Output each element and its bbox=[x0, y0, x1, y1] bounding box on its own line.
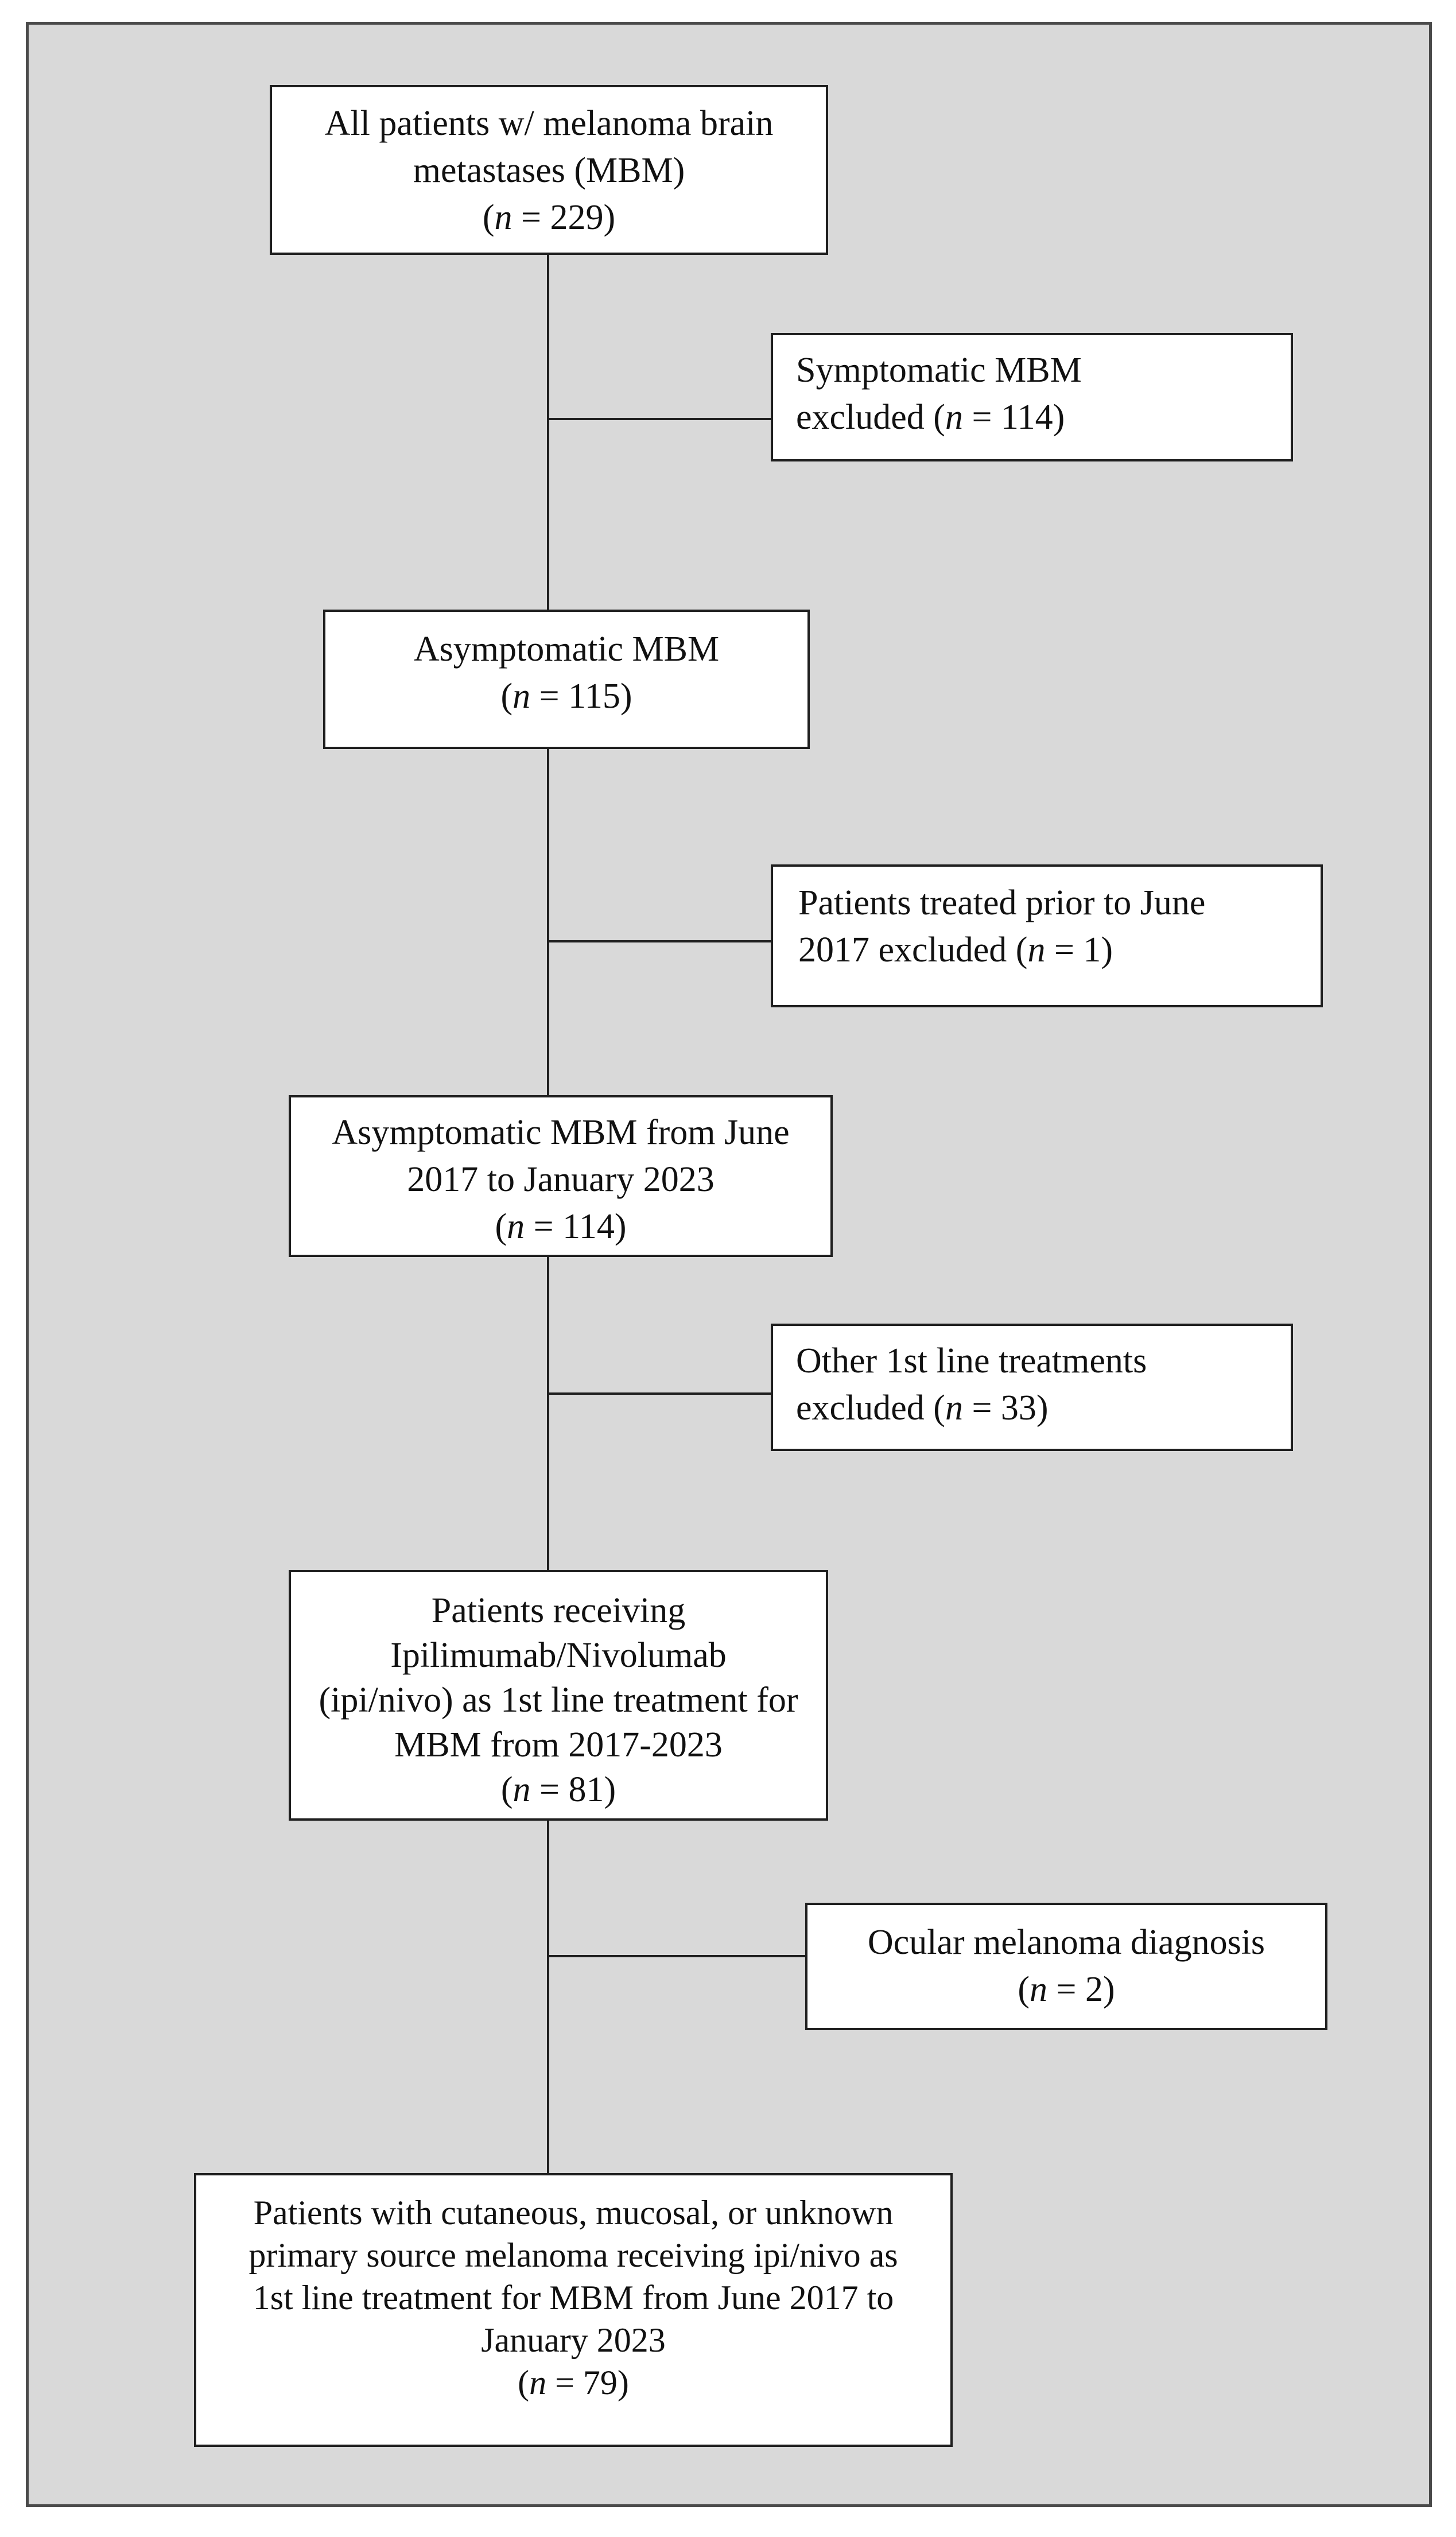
box-text-line: Ipilimumab/Nivolumab bbox=[390, 1636, 727, 1675]
box-text-line: MBM from 2017-2023 bbox=[394, 1725, 723, 1764]
count-variable: n bbox=[529, 2364, 547, 2402]
box-asymptomatic-period: Asymptomatic MBM from June 2017 to Januar… bbox=[289, 1095, 833, 1257]
box-all-patients: All patients w/ melanoma brain metastases… bbox=[270, 85, 828, 255]
count-value: = 81) bbox=[530, 1770, 616, 1809]
box-count: excluded (n = 114) bbox=[796, 394, 1291, 441]
count-prefix: ( bbox=[518, 2364, 530, 2402]
box-text-line: Symptomatic MBM bbox=[796, 351, 1082, 390]
box-asymptomatic: Asymptomatic MBM (n = 115) bbox=[323, 610, 810, 749]
box-count: (n = 229) bbox=[272, 194, 826, 241]
box-text-line: Asymptomatic MBM from June bbox=[332, 1113, 790, 1152]
count-variable: n bbox=[494, 198, 512, 237]
count-prefix: ( bbox=[500, 1770, 513, 1809]
box-count: excluded (n = 33) bbox=[796, 1384, 1291, 1432]
box-excluded-other-first-line: Other 1st line treatments excluded (n = 3… bbox=[771, 1324, 1293, 1451]
box-text-line: Patients treated prior to June bbox=[798, 883, 1206, 922]
box-excluded-symptomatic: Symptomatic MBM excluded (n = 114) bbox=[771, 333, 1293, 461]
box-count: (n = 114) bbox=[291, 1203, 830, 1250]
box-count: (n = 115) bbox=[325, 673, 807, 720]
box-count: (n = 2) bbox=[807, 1966, 1325, 2013]
box-count: (n = 79) bbox=[196, 2361, 950, 2404]
box-text-line: Patients receiving bbox=[431, 1591, 686, 1630]
count-value: = 114) bbox=[962, 398, 1065, 437]
box-count: 2017 excluded (n = 1) bbox=[798, 926, 1321, 973]
box-text-line: 2017 to January 2023 bbox=[407, 1160, 715, 1199]
box-excluded-prior-june-2017: Patients treated prior to June 2017 exclu… bbox=[771, 864, 1323, 1007]
count-prefix: ( bbox=[1018, 1970, 1030, 2009]
box-count: (n = 81) bbox=[291, 1767, 826, 1812]
box-text-line: metastases (MBM) bbox=[413, 151, 685, 190]
count-variable: n bbox=[945, 398, 963, 437]
count-prefix: excluded ( bbox=[796, 1388, 945, 1427]
box-text-line: Other 1st line treatments bbox=[796, 1341, 1147, 1380]
count-prefix: excluded ( bbox=[796, 398, 945, 437]
count-value: = 1) bbox=[1045, 930, 1113, 969]
count-prefix: ( bbox=[495, 1207, 507, 1246]
count-variable: n bbox=[945, 1388, 963, 1427]
count-variable: n bbox=[1027, 930, 1046, 969]
box-text-line: Ocular melanoma diagnosis bbox=[867, 1923, 1265, 1962]
box-text-line: January 2023 bbox=[481, 2321, 666, 2359]
count-value: = 2) bbox=[1047, 1970, 1115, 2009]
count-variable: n bbox=[507, 1207, 525, 1246]
count-value: = 114) bbox=[525, 1207, 627, 1246]
box-text-line: All patients w/ melanoma brain bbox=[324, 104, 774, 143]
count-prefix: ( bbox=[482, 198, 495, 237]
count-variable: n bbox=[512, 1770, 531, 1809]
box-text-line: (ipi/nivo) as 1st line treatment for bbox=[319, 1681, 798, 1720]
count-value: = 229) bbox=[512, 198, 616, 237]
box-text-line: 1st line treatment for MBM from June 201… bbox=[253, 2279, 894, 2317]
count-variable: n bbox=[512, 677, 531, 716]
count-variable: n bbox=[1030, 1970, 1048, 2009]
box-excluded-ocular: Ocular melanoma diagnosis (n = 2) bbox=[805, 1903, 1327, 2030]
count-value: = 33) bbox=[962, 1388, 1049, 1427]
count-value: = 115) bbox=[530, 677, 632, 716]
box-text-line: Asymptomatic MBM bbox=[413, 630, 720, 669]
count-prefix: 2017 excluded ( bbox=[798, 930, 1028, 969]
box-text-line: Patients with cutaneous, mucosal, or unk… bbox=[253, 2194, 894, 2232]
count-value: = 79) bbox=[546, 2364, 629, 2402]
box-final-cohort: Patients with cutaneous, mucosal, or unk… bbox=[194, 2173, 953, 2447]
count-prefix: ( bbox=[500, 677, 513, 716]
box-text-line: primary source melanoma receiving ipi/ni… bbox=[249, 2236, 898, 2274]
